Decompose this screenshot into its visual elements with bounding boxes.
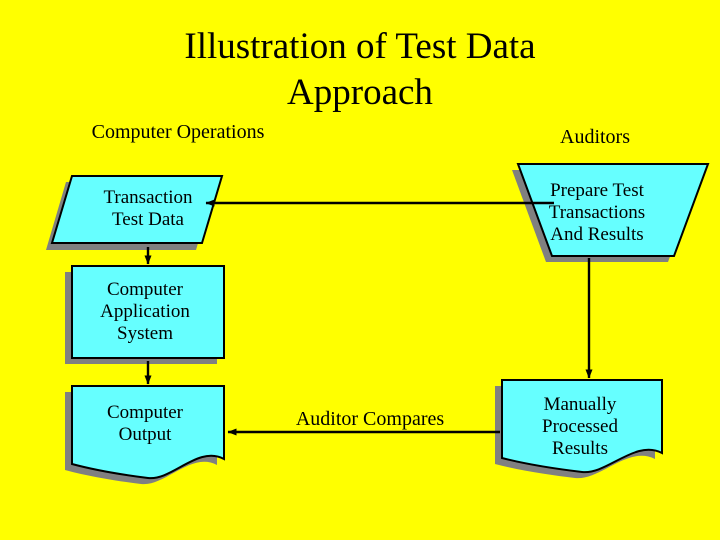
connector-label-auditor-compares: Auditor Compares [295, 408, 445, 430]
shape-label-computer-application-system: Computer Application System [100, 278, 190, 345]
shape-label-computer-output: Computer Output [107, 401, 183, 445]
shape-label-manually-processed-results: Manually Processed Results [542, 393, 618, 460]
shape-transaction-test-data[interactable] [46, 175, 224, 250]
shape-label-prepare-test-transactions: Prepare Test Transactions And Results [548, 179, 646, 246]
page-title: Illustration of Test Data Approach [184, 26, 536, 113]
shape-prepare-test-transactions[interactable] [512, 163, 710, 262]
shape-computer-application-system[interactable] [65, 265, 225, 364]
shape-label-transaction-test-data: Transaction Test Data [103, 186, 193, 230]
column-header-computer-operations: Computer Operations [91, 121, 265, 143]
shape-computer-output[interactable] [65, 385, 225, 485]
column-header-auditors: Auditors [560, 126, 630, 148]
shape-manually-processed-results[interactable] [495, 379, 663, 479]
